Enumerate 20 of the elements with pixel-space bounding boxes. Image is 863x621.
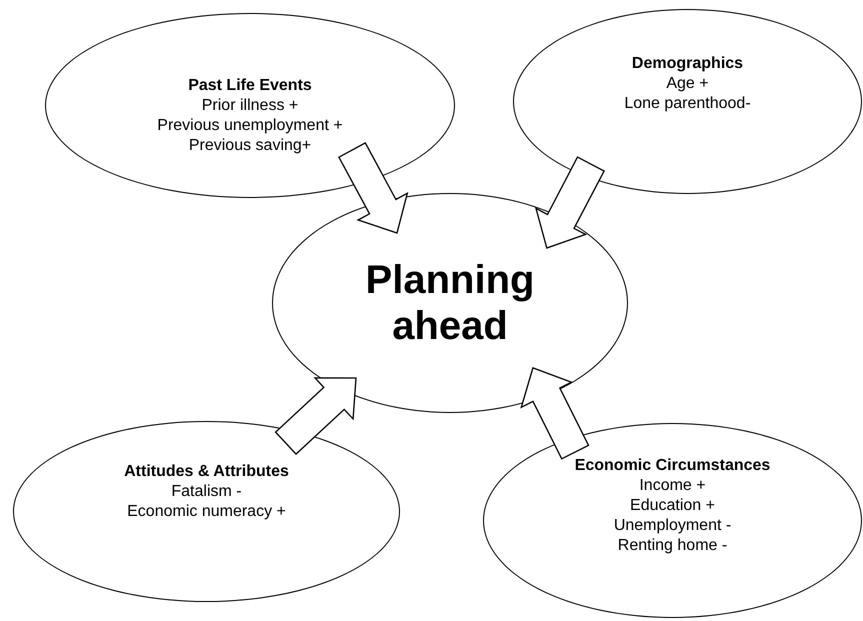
node-heading: Demographics <box>632 54 744 74</box>
factor-text: Age + <box>666 74 709 94</box>
central-label: Planning ahead <box>364 257 536 349</box>
factor-text: Previous saving+ <box>188 136 312 156</box>
factor-text: Economic numeracy + <box>127 502 286 522</box>
block-arrow <box>534 156 605 249</box>
node-heading: Economic Circumstances <box>574 456 770 476</box>
block-arrow <box>274 377 357 456</box>
factor-text: Income + <box>639 476 706 496</box>
factor-text: Renting home - <box>618 536 728 556</box>
factor-text: Lone parenthood- <box>624 94 751 114</box>
block-arrow <box>520 367 590 460</box>
factor-text: Previous unemployment + <box>157 116 343 136</box>
factor-text: Fatalism - <box>171 482 242 502</box>
factor-text: Prior illness + <box>202 96 298 116</box>
factor-text: Education + <box>630 496 715 516</box>
node-heading: Past Life Events <box>188 76 312 96</box>
block-arrow <box>338 142 408 234</box>
factor-text: Unemployment - <box>614 516 732 536</box>
node-heading: Attitudes & Attributes <box>124 462 289 482</box>
